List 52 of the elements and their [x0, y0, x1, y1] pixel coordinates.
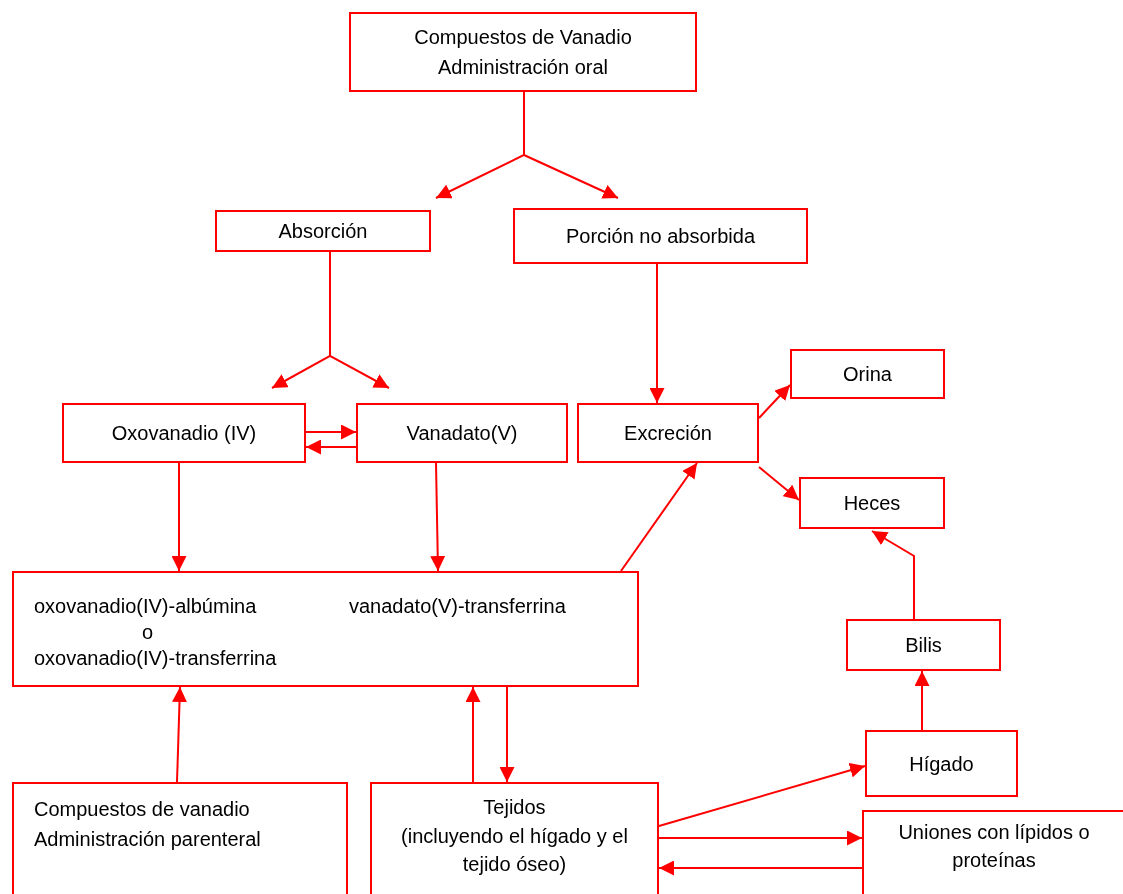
arrow: [658, 860, 863, 876]
process-box: [370, 782, 659, 894]
arrow: [658, 830, 863, 846]
process-box: [846, 619, 1001, 671]
process-box: [790, 349, 945, 399]
box-text: Administración oral: [437, 55, 609, 80]
box-text: Absorción: [278, 219, 368, 244]
arrow: [171, 462, 187, 572]
arrow: [649, 263, 665, 404]
process-box: [12, 571, 639, 687]
box-text: Orina: [843, 362, 892, 387]
process-box: [865, 730, 1018, 797]
process-box: [12, 782, 348, 894]
box-text: Uniones con lípidos o proteínas: [897, 820, 1091, 873]
process-box: [862, 810, 1123, 894]
arrow: [465, 686, 481, 783]
box-text: Vanadato(V): [406, 421, 518, 446]
box-text: o: [142, 620, 154, 645]
box-text: vanadato(V)-transferrina: [349, 594, 566, 619]
process-box: [799, 477, 945, 529]
arrow: [523, 91, 619, 199]
arrow: [329, 251, 390, 389]
box-text: Porción no absorbida: [566, 224, 755, 249]
process-box: [62, 403, 306, 463]
arrow: [499, 686, 515, 783]
box-text: oxovanadio(IV)-albúmina: [34, 594, 257, 619]
arrow: [620, 462, 698, 572]
process-box: [356, 403, 568, 463]
arrow: [430, 462, 446, 572]
arrow: [658, 763, 866, 827]
box-text: Bilis: [905, 633, 942, 658]
process-box: [513, 208, 808, 264]
arrow: [871, 530, 915, 620]
box-text: Compuestos de Vanadio: [414, 25, 632, 50]
box-text: Oxovanadio (IV): [111, 421, 257, 446]
arrow: [305, 424, 357, 440]
box-text: Compuestos de vanadio: [34, 797, 250, 822]
box-text: Hígado: [909, 751, 974, 777]
process-box: [349, 12, 697, 92]
box-text: Tejidos: [483, 795, 546, 820]
arrow: [305, 439, 357, 455]
arrow: [172, 686, 187, 783]
process-box: [215, 210, 431, 252]
box-text: Heces: [843, 491, 901, 516]
box-text: Administración parenteral: [34, 827, 261, 852]
arrow: [758, 466, 800, 501]
box-text: Excreción: [624, 421, 712, 446]
arrow: [914, 670, 930, 731]
box-text: oxovanadio(IV)-transferrina: [34, 646, 277, 671]
box-text: (incluyendo el hígado y el tejido óseo): [400, 824, 629, 877]
arrow: [758, 384, 791, 419]
process-box: [577, 403, 759, 463]
